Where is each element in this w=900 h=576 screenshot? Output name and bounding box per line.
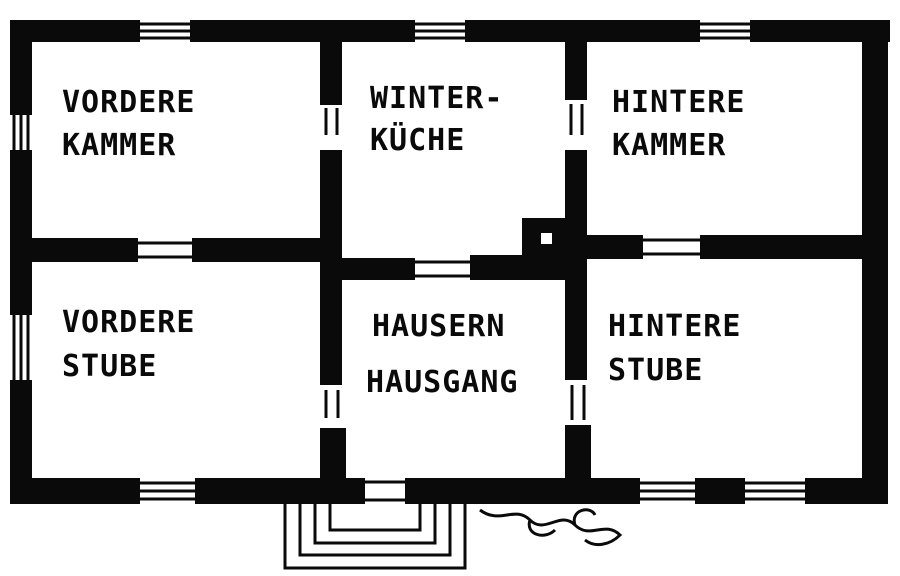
wall-left-3 xyxy=(10,380,32,504)
room-label-vordere-stube-line1: VORDERE xyxy=(62,305,195,340)
window-bottom-2 xyxy=(640,481,695,501)
openings xyxy=(12,22,805,502)
room-label-hintere-kammer-line2: KAMMER xyxy=(612,128,726,163)
door-winterkueche-hintere-kammer xyxy=(569,104,584,135)
wall-v1-bot xyxy=(320,428,346,504)
window-left-2 xyxy=(12,315,30,380)
room-vordere-kammer: VORDERE KAMMER xyxy=(62,85,195,163)
window-top-2 xyxy=(415,22,465,40)
wall-h-left-1 xyxy=(10,238,138,262)
door-winterkueche-hausgang xyxy=(415,260,470,278)
room-label-vordere-kammer-line1: VORDERE xyxy=(62,85,195,120)
door-hausgang-hintere-stube xyxy=(570,385,586,420)
wall-v1-top xyxy=(320,20,342,105)
interior-walls xyxy=(10,20,888,504)
wall-v2-top xyxy=(565,20,587,100)
room-label-hintere-stube-line2: STUBE xyxy=(608,353,703,388)
chimney-flue xyxy=(541,233,552,244)
window-left-1 xyxy=(12,115,30,150)
wall-v2-bot xyxy=(565,425,591,504)
room-label-hintere-stube-line1: HINTERE xyxy=(608,309,741,344)
door-vordere-kammer-winterkueche xyxy=(324,108,339,135)
door-vordere-stube-hausgang xyxy=(324,390,340,418)
wall-bottom-4 xyxy=(695,478,745,504)
wall-h-right-1 xyxy=(565,235,643,259)
wall-top-2 xyxy=(190,20,415,42)
wall-top-4 xyxy=(750,20,890,42)
room-label-hausern-line1: HAUSERN xyxy=(372,309,505,344)
room-winterkueche: WINTER- KÜCHE xyxy=(370,81,503,158)
room-hintere-kammer: HINTERE KAMMER xyxy=(612,85,745,163)
wall-bottom-3 xyxy=(405,478,640,504)
room-label-hausern-line2: HAUSGANG xyxy=(366,365,519,400)
window-bottom-3 xyxy=(745,481,805,501)
wall-h-mid-1 xyxy=(320,258,415,280)
wall-h-right-2 xyxy=(700,235,888,259)
room-label-vordere-kammer-line2: KAMMER xyxy=(62,128,176,163)
window-bottom-1 xyxy=(140,481,195,501)
room-label-vordere-stube-line2: STUBE xyxy=(62,349,157,384)
room-vordere-stube: VORDERE STUBE xyxy=(62,305,195,384)
room-label-winterkueche-line2: KÜCHE xyxy=(370,121,465,158)
wall-left-1 xyxy=(10,20,32,115)
door-vordere-kammer-stube xyxy=(138,241,192,259)
entrance-steps xyxy=(283,504,467,570)
window-top-1 xyxy=(140,22,190,40)
wall-h-left-2 xyxy=(192,238,342,262)
window-top-3 xyxy=(700,22,750,40)
room-label-hintere-kammer-line1: HINTERE xyxy=(612,85,745,120)
entrance-door xyxy=(365,480,405,502)
room-hintere-stube: HINTERE STUBE xyxy=(608,309,741,388)
vegetation-sketch xyxy=(479,508,623,547)
room-hausern: HAUSERN HAUSGANG xyxy=(366,309,519,400)
door-hintere-kammer-stube xyxy=(643,238,700,256)
wall-top-1 xyxy=(10,20,140,42)
room-label-winterkueche-line1: WINTER- xyxy=(370,81,503,116)
wall-left-2 xyxy=(10,150,32,315)
wall-right xyxy=(862,20,888,504)
